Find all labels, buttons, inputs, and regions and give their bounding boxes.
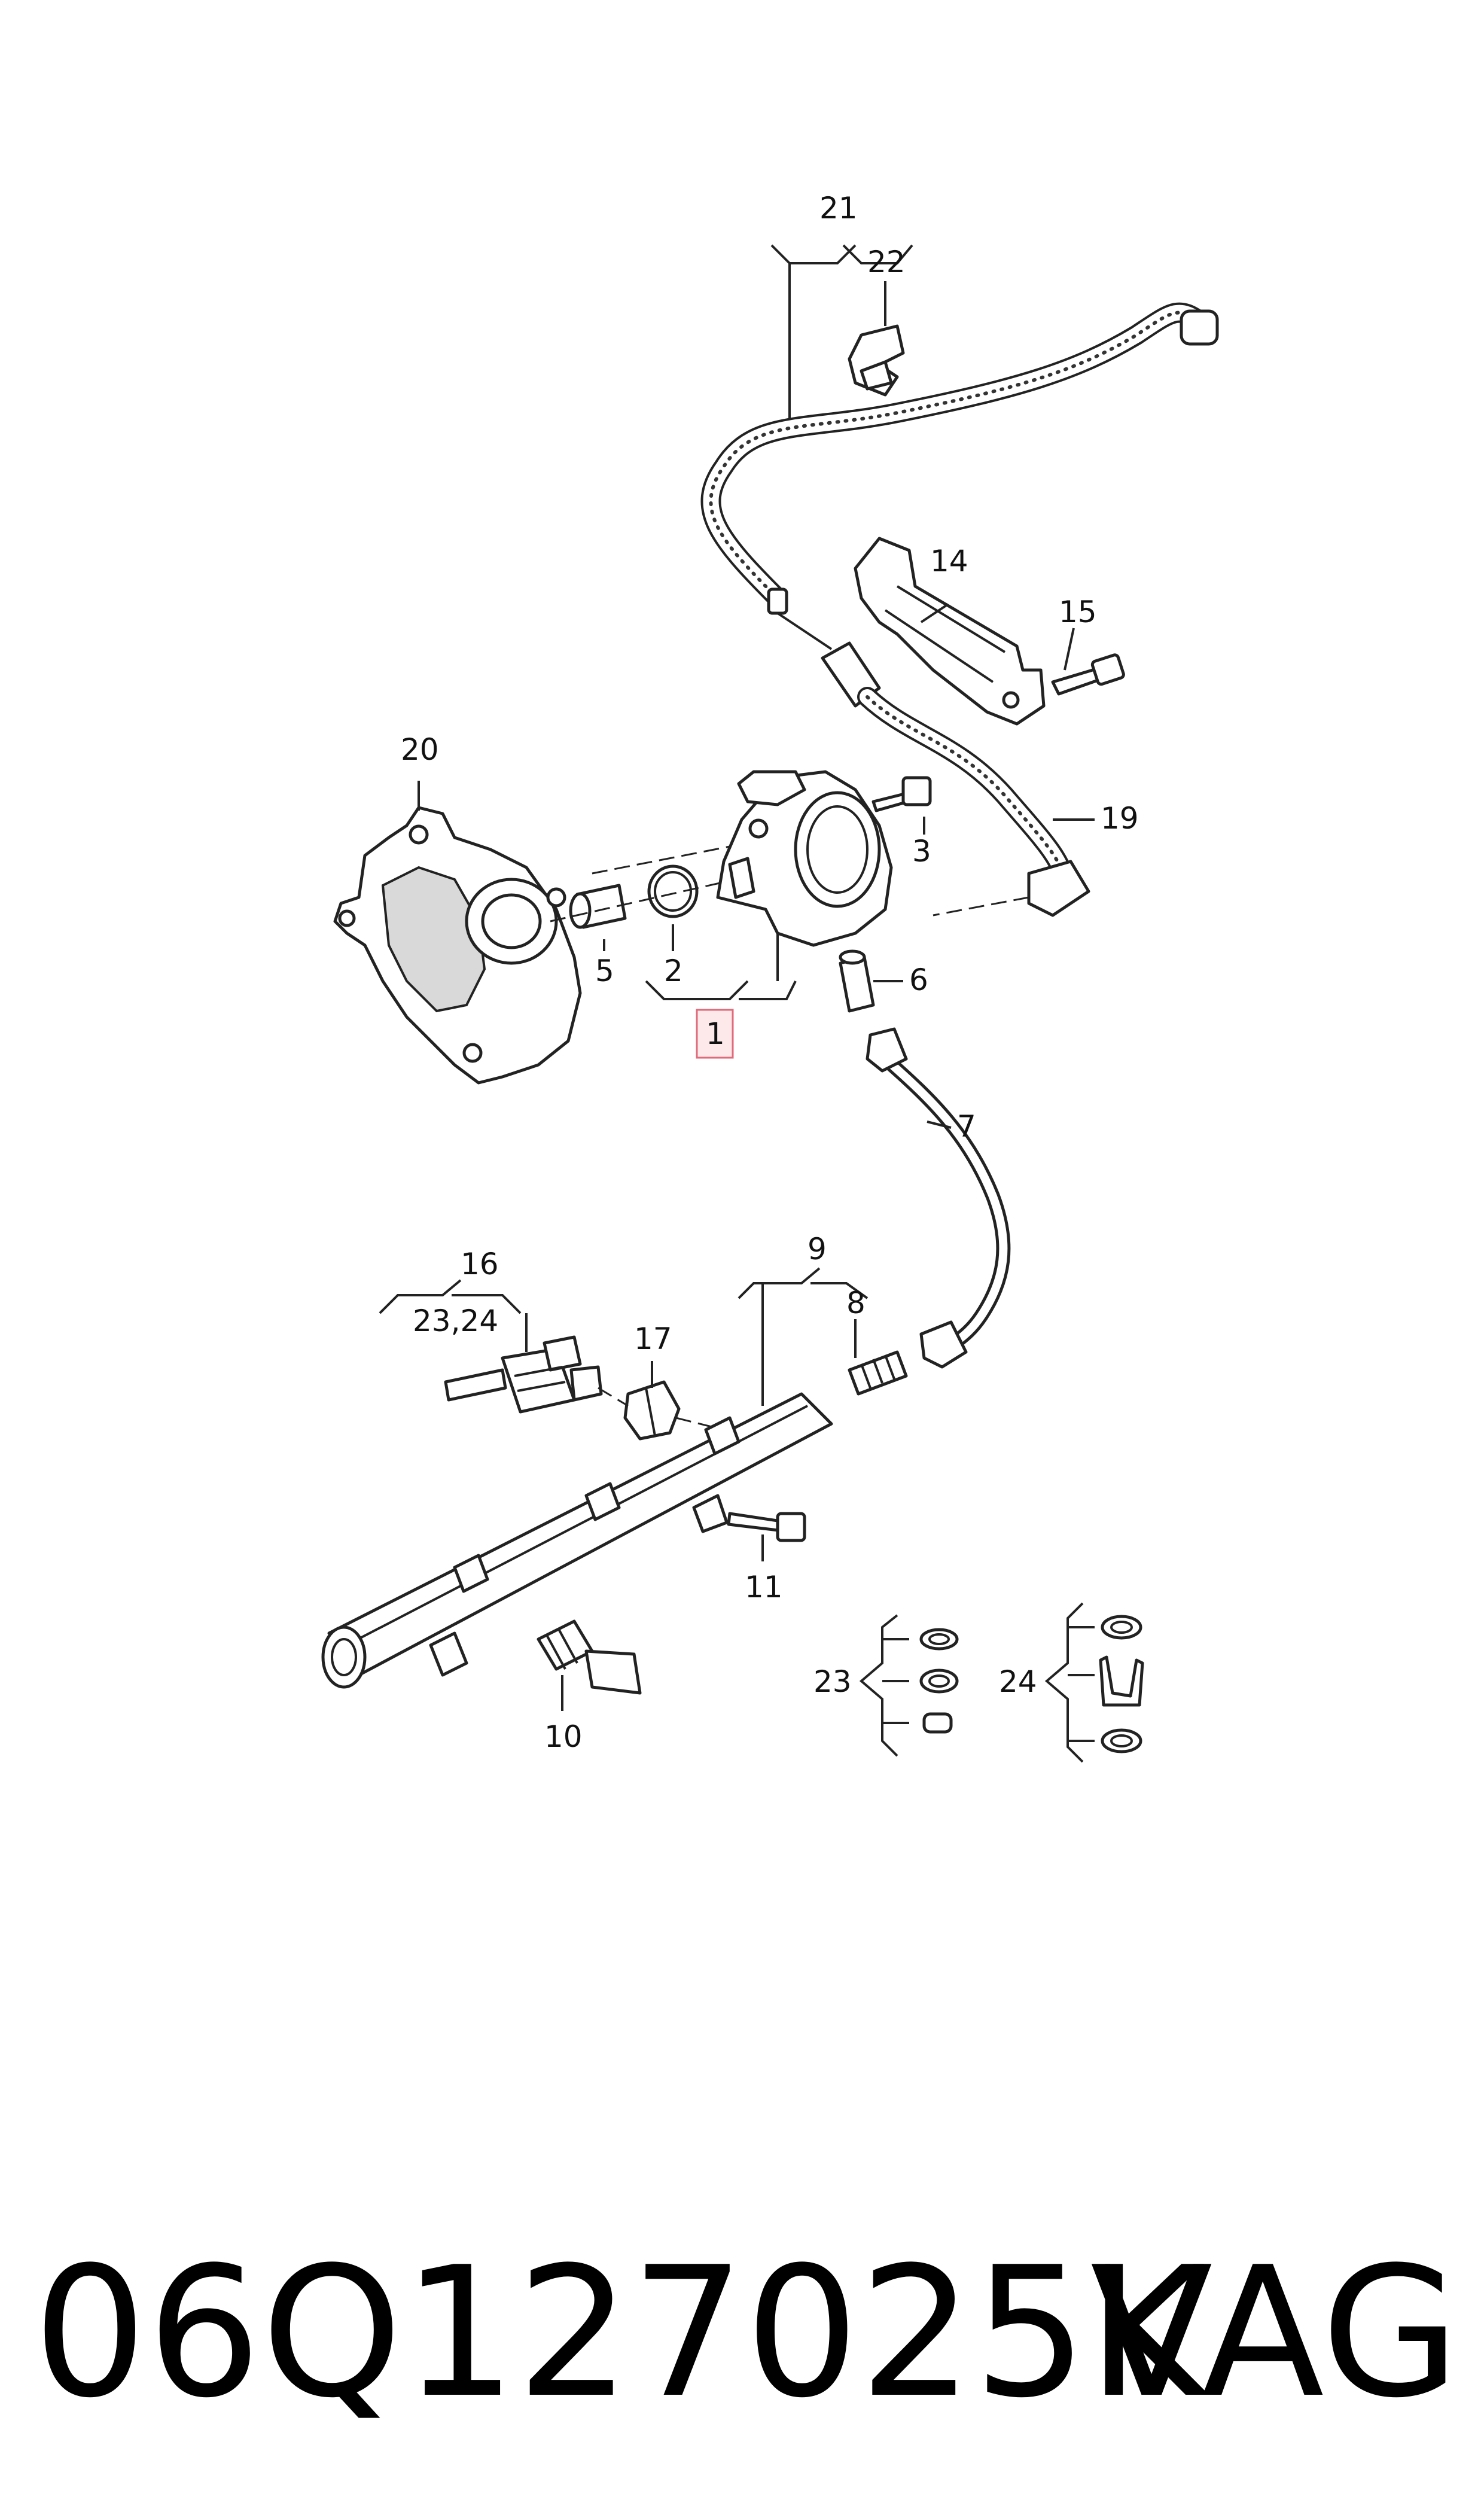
callout-17: 17	[634, 1322, 672, 1356]
bushing-5	[569, 884, 627, 929]
callout-23: 23	[813, 1664, 852, 1699]
seal-kit-24	[1044, 1602, 1144, 1763]
callout-15: 15	[1059, 595, 1097, 629]
callout-2: 2	[664, 954, 683, 988]
hose-clip	[848, 324, 905, 397]
o-ring-2	[647, 864, 699, 918]
union-8	[848, 1350, 908, 1396]
bracket	[854, 537, 1046, 726]
exploded-parts-diagram: 21 22 14 15 20 3 19 5 2 6 7 16 23,24 17 …	[321, 191, 1219, 1763]
bolt-11	[727, 1512, 806, 1542]
callout-8: 8	[846, 1286, 866, 1320]
callout-22: 22	[867, 245, 906, 279]
callout-7: 7	[957, 1109, 976, 1144]
bolt-15	[1051, 653, 1125, 696]
fuel-rail	[321, 1392, 833, 1689]
union-6	[839, 949, 875, 1013]
callout-11: 11	[745, 1570, 783, 1604]
callout-5: 5	[595, 954, 614, 988]
injector	[444, 1335, 603, 1414]
bolt-3	[871, 776, 932, 812]
injector-clip	[623, 1380, 681, 1441]
high-pressure-line	[866, 1027, 1011, 1369]
brand-label: VAG	[1090, 2228, 1460, 2437]
vacuum-pump	[333, 806, 582, 1085]
callout-21: 21	[819, 191, 858, 226]
callout-24: 24	[999, 1664, 1037, 1699]
callout-1: 1	[706, 1016, 725, 1051]
callout-23-24: 23,24	[413, 1304, 498, 1338]
callout-16: 16	[461, 1247, 499, 1281]
callout-9: 9	[807, 1232, 827, 1266]
callout-labels: 21 22 14 15 20 3 19 5 2 6 7 16 23,24 17 …	[401, 191, 1139, 1754]
axis-line-injector	[598, 1387, 712, 1428]
callout-19: 19	[1101, 801, 1139, 836]
high-pressure-pump	[716, 770, 893, 947]
callout-6: 6	[909, 963, 928, 997]
callout-10: 10	[544, 1719, 583, 1754]
part-number: 06Q127025K	[33, 2228, 1205, 2437]
seal-kit-23	[859, 1614, 959, 1757]
pressure-sensor	[537, 1619, 642, 1695]
leader-lines	[379, 244, 1095, 1711]
footer: 06Q127025K VAG	[0, 2213, 1484, 2465]
axis-line-pump	[550, 878, 736, 922]
callout-14: 14	[930, 544, 968, 578]
callout-1-highlight: 1	[696, 1009, 734, 1059]
callout-3: 3	[912, 834, 931, 869]
fuel-hose-upper	[700, 302, 1219, 650]
fuel-hose-lower	[821, 641, 1090, 917]
callout-20: 20	[401, 732, 439, 767]
